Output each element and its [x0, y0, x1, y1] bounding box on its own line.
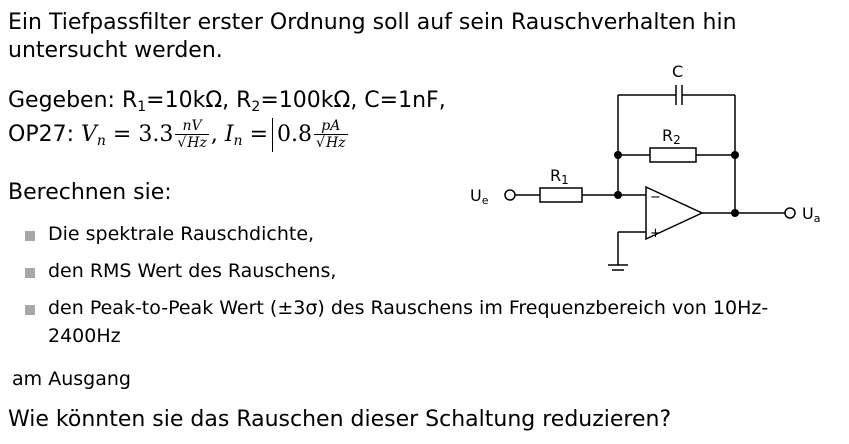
sqrt-icon: √: [316, 135, 325, 151]
given-line: Gegeben: R1=10kΩ, R2=100kΩ, C=1nF,: [8, 88, 446, 115]
junction-dot: [614, 191, 622, 199]
junction-dot: [614, 151, 622, 159]
label-r2: R2: [662, 126, 681, 147]
input-terminal: [504, 189, 516, 201]
in-eq: =: [242, 122, 269, 147]
resistor-r2: [649, 147, 697, 163]
junction-dot: [731, 209, 739, 217]
task-question: Wie könnten sie das Rauschen dieser Scha…: [8, 407, 672, 432]
vn-fraction: nV√Hz: [175, 118, 209, 152]
label-c: C: [672, 62, 683, 81]
opamp-plus: +: [650, 226, 661, 241]
vn-denominator: √Hz: [175, 134, 209, 152]
label-r1-sub: 1: [561, 173, 569, 187]
intro-line-1: Ein Tiefpassfilter erster Ordnung soll a…: [8, 10, 737, 35]
opamp-label: OP27:: [8, 122, 81, 147]
in-symbol: I: [224, 122, 234, 147]
given-prefix: Gegeben:: [8, 88, 122, 113]
given-r1-name: R: [121, 88, 138, 113]
label-ua: Ua: [802, 204, 820, 225]
task-heading: Berechnen sie:: [8, 180, 172, 205]
vn-den-text: Hz: [186, 134, 207, 151]
task-item-2: den RMS Wert des Rauschens,: [48, 260, 337, 282]
task-suffix: am Ausgang: [12, 368, 131, 390]
sqrt-icon: √: [177, 135, 187, 151]
vn-eq: = 3.3: [105, 122, 174, 147]
label-ue-name: U: [470, 186, 482, 205]
in-fraction: pA√Hz: [314, 118, 348, 152]
task-item-3: den Peak-to-Peak Wert (±3σ) des Rauschen…: [48, 297, 769, 319]
label-r1-name: R: [550, 166, 561, 185]
vn-numerator: nV: [175, 118, 209, 135]
label-ua-sub: a: [814, 212, 821, 225]
given-r2-value: =100kΩ, C=1nF,: [260, 88, 446, 113]
given-r1-sub: 1: [137, 99, 147, 115]
in-sub: n: [233, 133, 243, 149]
vn-symbol: V: [80, 122, 97, 147]
bullet-icon: [25, 305, 35, 315]
opamp-triangle: [645, 185, 704, 241]
vn-sub: n: [96, 133, 106, 149]
given-r2-sub: 2: [251, 99, 261, 115]
circuit-diagram: C R2 R1 Ue Ua − +: [470, 62, 820, 271]
label-r2-sub: 2: [673, 133, 681, 147]
given-r2-name: R: [236, 88, 252, 113]
bullet-icon: [25, 231, 35, 241]
in-den-text: Hz: [324, 134, 346, 151]
in-denominator: √Hz: [314, 134, 348, 152]
bullet-icon: [25, 268, 35, 278]
in-value: 0.8: [277, 122, 313, 147]
opamp-separator: ,: [210, 122, 218, 147]
label-ue: Ue: [470, 186, 489, 207]
label-r1: R1: [550, 166, 569, 187]
in-numerator: pA: [314, 118, 348, 135]
output-terminal: [784, 207, 796, 219]
task-item-3-continued: 2400Hz: [48, 325, 121, 347]
opamp-minus: −: [650, 190, 661, 205]
cursor-bar: [272, 118, 274, 152]
resistor-r1: [539, 187, 583, 203]
label-r2-name: R: [662, 126, 673, 145]
junction-dot: [731, 151, 739, 159]
given-r1-value: =10kΩ,: [146, 88, 237, 113]
task-item-1: Die spektrale Rauschdichte,: [48, 223, 315, 245]
intro-line-2: untersucht werden.: [8, 38, 223, 63]
label-ua-name: U: [802, 204, 814, 223]
label-ue-sub: e: [482, 194, 489, 207]
